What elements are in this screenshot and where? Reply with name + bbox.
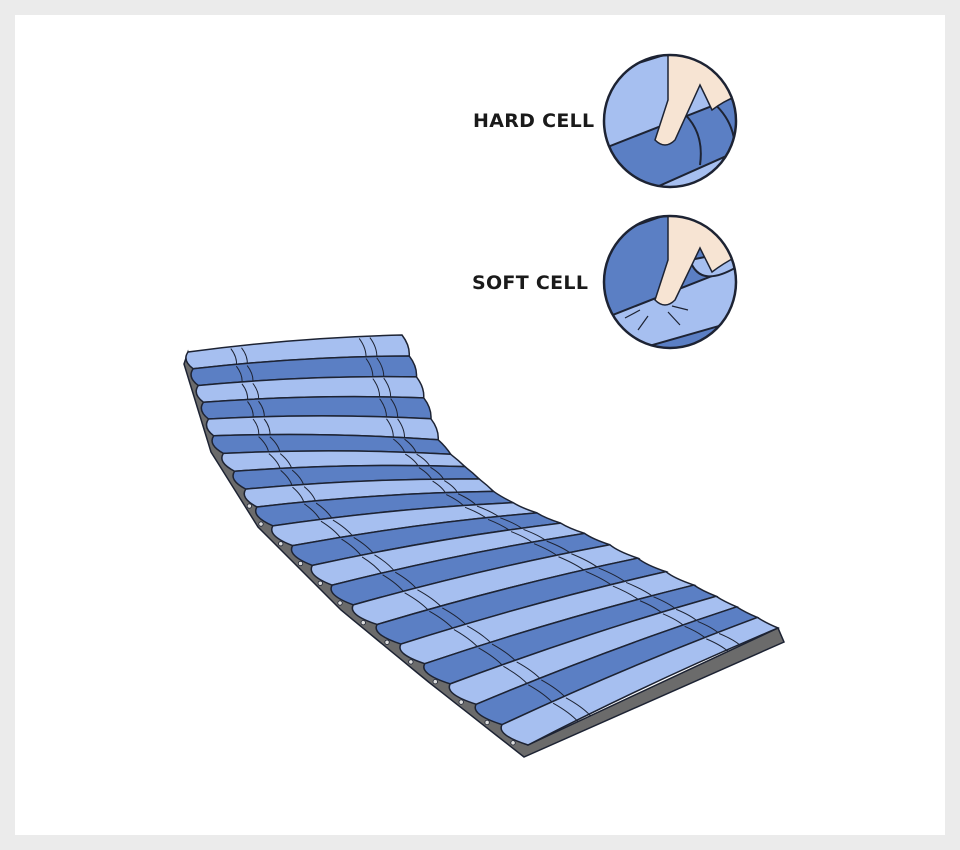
mattress-cell [500,616,780,746]
snap-button [510,740,516,746]
cell-seam [706,638,729,652]
snap-button [246,503,252,509]
hard-cell-finger-press-icon [602,53,738,189]
snap-button [458,699,464,705]
cell-seam [718,633,741,646]
air-mattress-illustration [183,334,785,758]
snap-button [408,659,414,665]
snap-button [278,541,284,547]
snap-button [384,639,390,645]
snap-button [432,679,438,685]
snap-button [360,620,366,626]
snap-button [297,560,304,567]
hard-cell-label: HARD CELL [473,110,595,132]
cell-seam [552,702,579,722]
soft-cell-finger-press-icon [602,214,738,350]
snap-button [317,580,323,586]
snap-button [484,719,490,726]
soft-cell-label: SOFT CELL [472,272,589,294]
snap-button [337,600,343,606]
cell-seam [565,697,591,717]
snap-button [258,521,264,527]
